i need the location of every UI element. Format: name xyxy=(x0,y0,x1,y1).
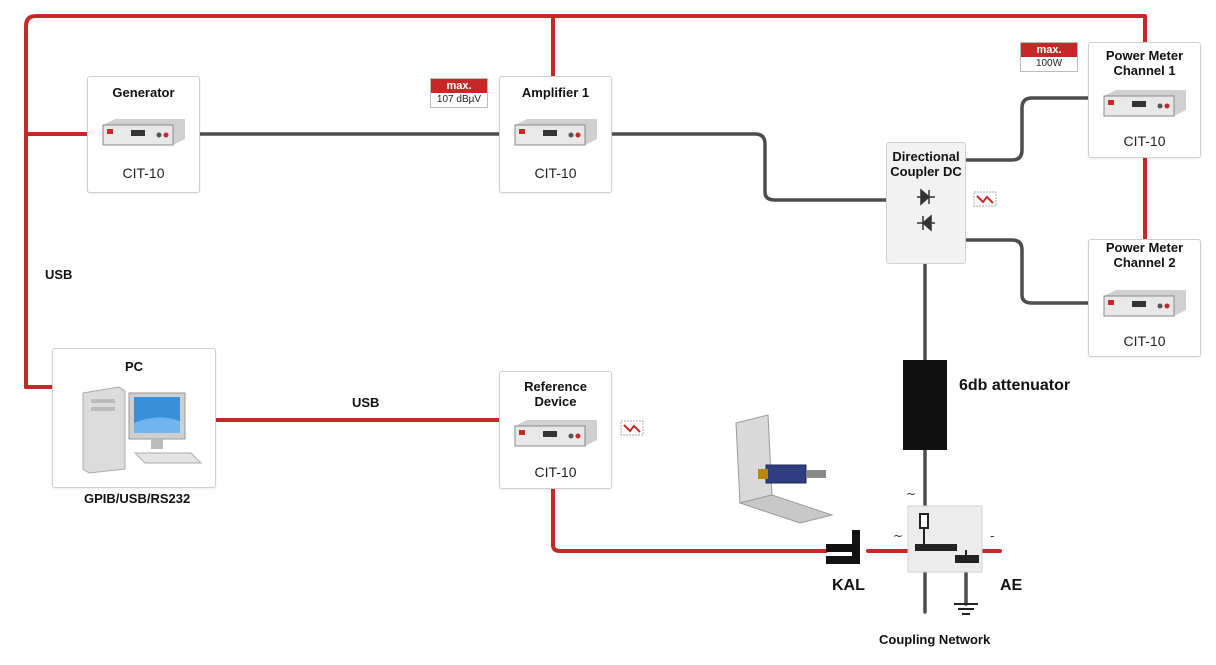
ground-icon xyxy=(954,603,978,615)
signal-warning-icon xyxy=(973,191,997,207)
rf-cable-coupler-pm1 xyxy=(962,96,1091,162)
ae-label: AE xyxy=(1000,577,1023,594)
usb-wire-main-loop xyxy=(24,14,1147,389)
usb-wire-reference-kal xyxy=(551,486,828,553)
amplifier-title: Amplifier 1 xyxy=(521,85,590,100)
clamp-fixture-icon xyxy=(735,414,834,524)
usb-label-middle: USB xyxy=(352,395,380,410)
rf-cable-amplifier-coupler xyxy=(608,132,889,202)
amplifier-max-badge: max. 107 dBµV xyxy=(430,78,488,108)
tilde-icons: ~ ~ - xyxy=(893,487,994,543)
generator-model: CIT-10 xyxy=(122,165,165,181)
pc-caption: GPIB/USB/RS232 xyxy=(84,491,191,506)
instrument-icon xyxy=(514,119,597,146)
power-max-badge: max. 100W xyxy=(1020,42,1078,72)
kal-connector-icon xyxy=(826,530,860,564)
svg-text:-: - xyxy=(990,529,994,543)
usb-label-left: USB xyxy=(45,267,73,282)
attenuator-block xyxy=(903,360,947,450)
amplifier-box[interactable]: Amplifier 1 CIT-10 xyxy=(499,76,612,193)
pc-title: PC xyxy=(124,359,144,374)
svg-text:~: ~ xyxy=(906,487,916,501)
svg-text:~: ~ xyxy=(893,529,903,543)
diode-icon xyxy=(917,188,935,232)
generator-title: Generator xyxy=(112,85,175,100)
instrument-icon xyxy=(1103,90,1186,117)
attenuator-label: 6db attenuator xyxy=(959,377,1071,394)
rf-cable-coupler-pm2 xyxy=(962,238,1091,305)
instrument-icon xyxy=(514,420,597,447)
instrument-icon xyxy=(1103,290,1186,317)
pc-computer-icon xyxy=(82,386,203,474)
power-meter-2-model: CIT-10 xyxy=(1123,333,1166,349)
instrument-icon xyxy=(102,119,185,146)
kal-label: KAL xyxy=(832,577,865,594)
signal-warning-icon xyxy=(620,420,644,436)
coupling-network-label: Coupling Network xyxy=(879,632,991,647)
coupling-network-symbol xyxy=(915,513,979,563)
reference-device-model: CIT-10 xyxy=(534,464,577,480)
power-meter-1-model: CIT-10 xyxy=(1123,133,1166,149)
usb-wires xyxy=(24,14,1147,553)
pc-box[interactable]: PC xyxy=(52,348,216,488)
amplifier-model: CIT-10 xyxy=(534,165,577,181)
generator-box[interactable]: Generator CIT-10 xyxy=(87,76,200,193)
